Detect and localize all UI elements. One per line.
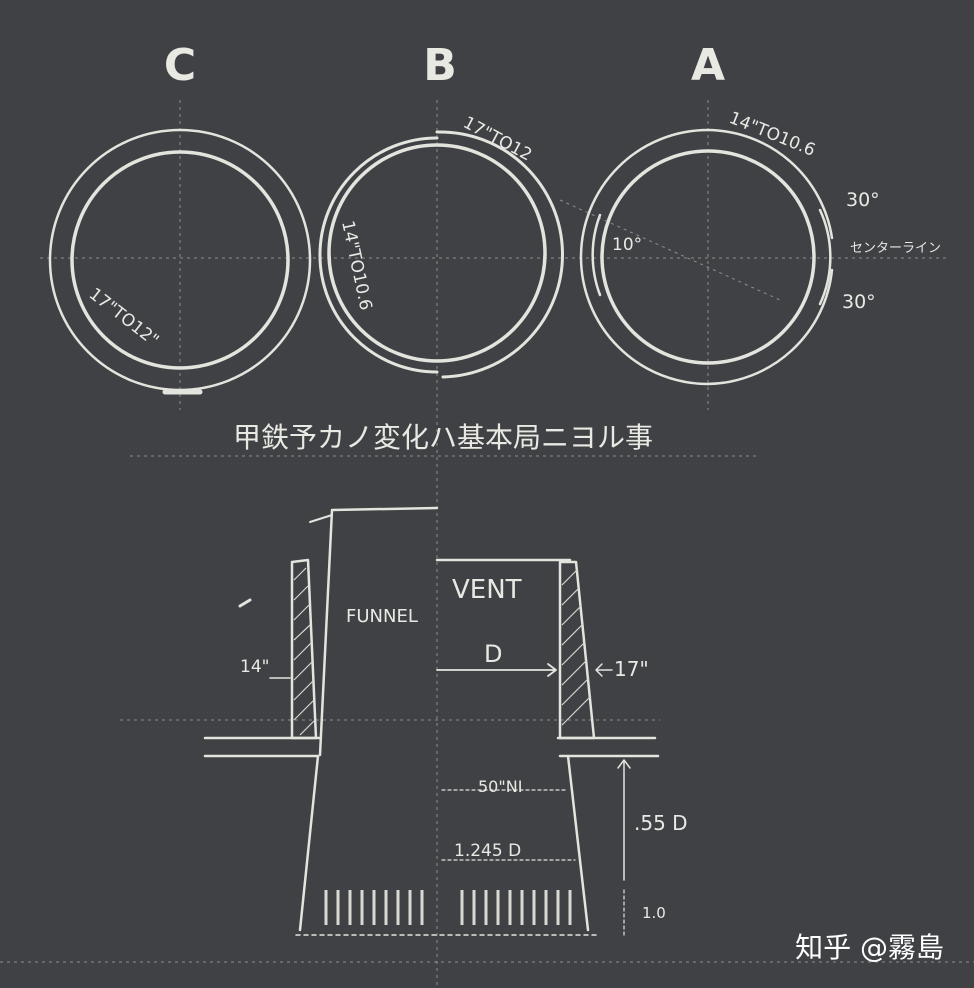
circle-a-note-angle-lower: 30° xyxy=(842,291,876,313)
vent-label: VENT xyxy=(452,575,522,605)
funnel-label: FUNNEL xyxy=(346,606,418,627)
d-label: D xyxy=(484,640,502,668)
circle-a-note-angle-upper: 30° xyxy=(846,189,880,211)
left-thickness-label: 14" xyxy=(240,657,269,677)
circle-a: A 14"TO10.6 30° センターライン 30° 10° xyxy=(559,40,941,386)
mid-label: 50"NI xyxy=(478,777,522,796)
diagram-caption: 甲鉄予カノ変化ハ基本局ニヨル事 xyxy=(233,421,653,454)
circle-b-note-top: 17"TO12 xyxy=(460,113,535,166)
circle-b-letter: B xyxy=(423,40,457,91)
circle-b-note-side: 14"TO10.6 xyxy=(337,219,375,312)
lower-label: 1.245 D xyxy=(454,841,521,861)
circle-a-letter: A xyxy=(691,40,725,91)
circle-a-note-inner-angle: 10° xyxy=(612,235,642,255)
cross-section: FUNNEL VENT D 14" 17" 50"NI 1.245 D .55 … xyxy=(203,506,688,936)
right-thickness-label: 17" xyxy=(614,657,649,681)
circle-c-note: 17"TO12" xyxy=(85,284,162,351)
circle-a-note-centerline: センターライン xyxy=(850,241,941,256)
bottom-label: 1.0 xyxy=(642,904,666,922)
watermark: 知乎 @霧島 xyxy=(795,931,944,964)
height-label: .55 D xyxy=(634,811,688,835)
circle-c-letter: C xyxy=(164,40,196,91)
circle-b: B 17"TO12 14"TO10.6 xyxy=(318,40,564,379)
